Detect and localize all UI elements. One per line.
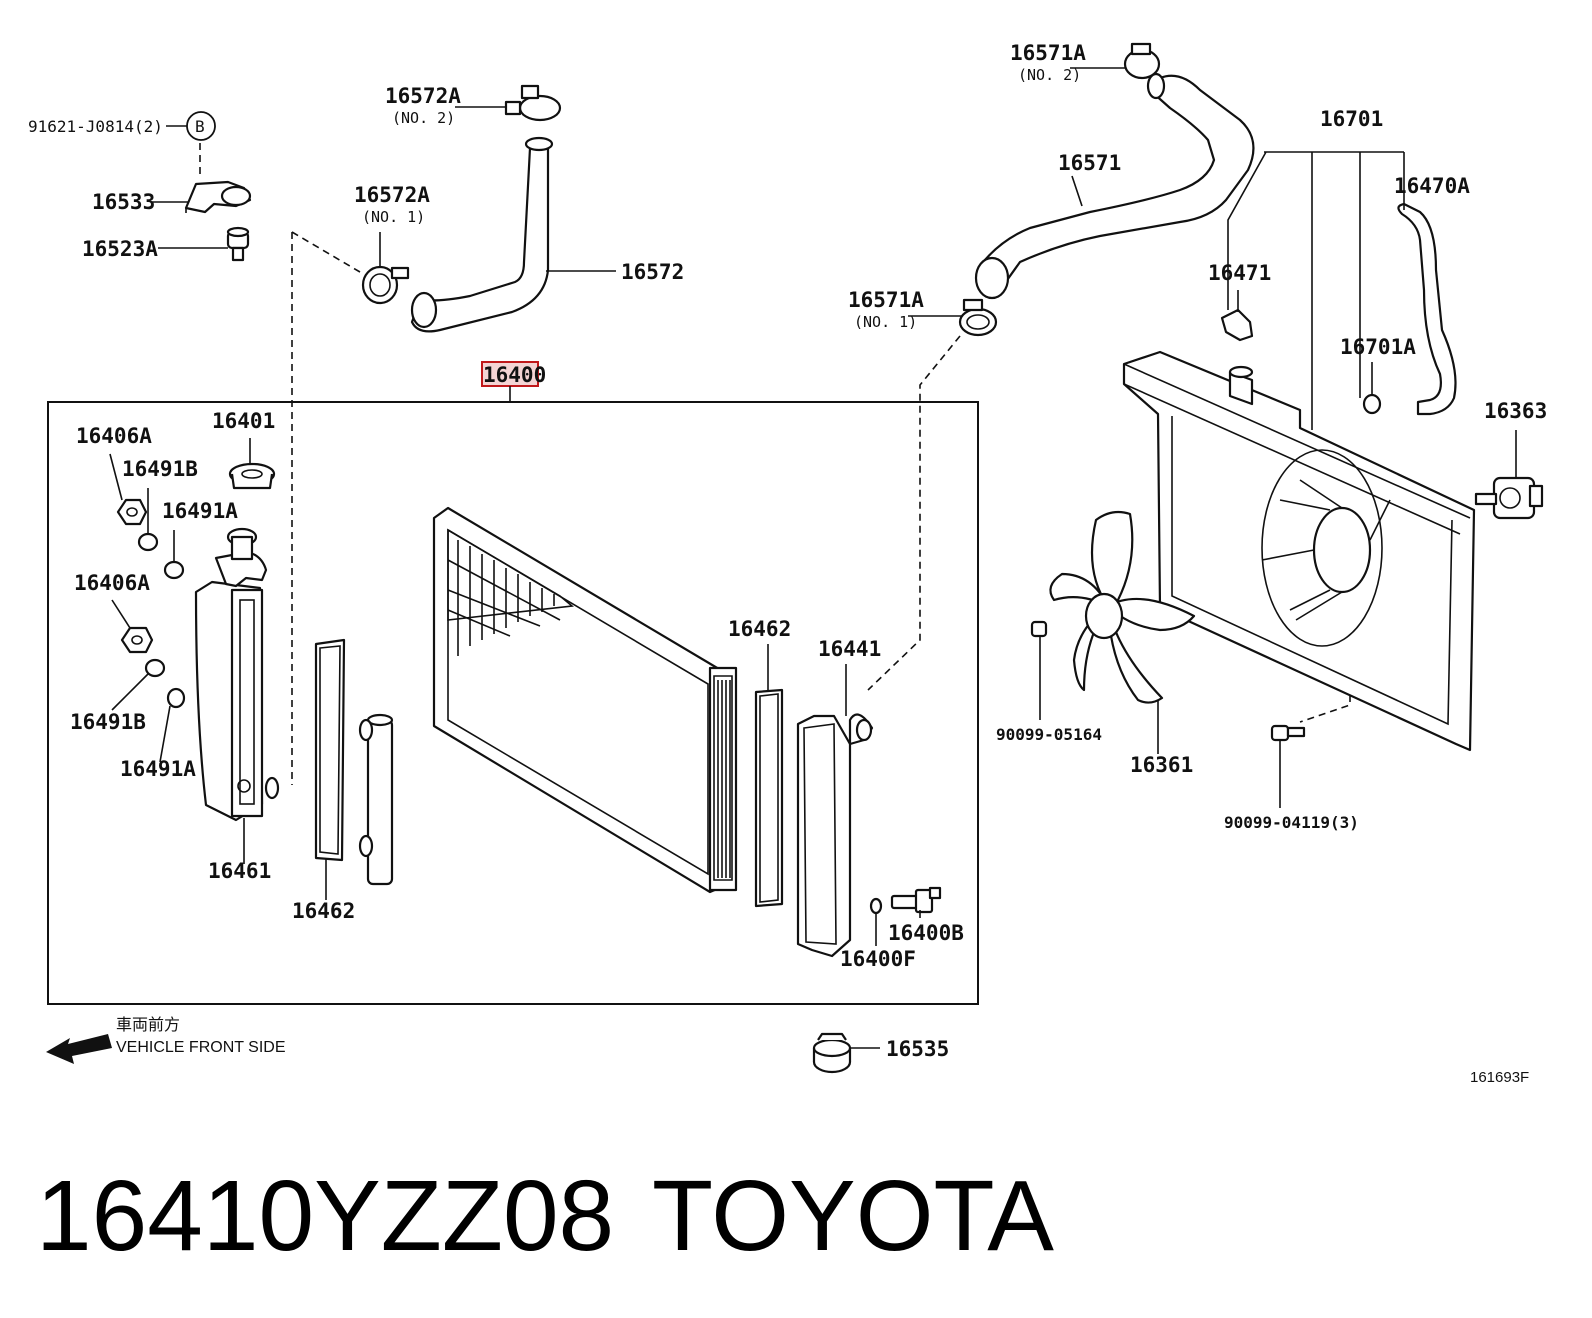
label-90099-04119: 90099-04119(3) (1224, 813, 1359, 832)
bolt-90099-04119 (1270, 724, 1306, 742)
label-91621-J0814: 91621-J0814(2) (28, 117, 163, 136)
label-16491A-top: 16491A (162, 499, 238, 523)
part-labels: 16572A (NO. 2) 91621-J0814(2) B 16533 16… (28, 41, 1547, 1086)
label-16491B-bottom: 16491B (70, 710, 146, 734)
upper-radiator-hose (410, 136, 554, 333)
label-16441: 16441 (818, 637, 881, 661)
label-16572A-no1-sub: (NO. 1) (362, 208, 425, 226)
right-tank-16441 (796, 713, 874, 958)
label-16400F: 16400F (840, 947, 916, 971)
label-16571A-no2: 16571A (1010, 41, 1086, 65)
hose-clamp-no1-right (958, 298, 998, 337)
label-16462-left: 16462 (292, 899, 355, 923)
dashed-connectors (199, 143, 1351, 785)
label-16533: 16533 (92, 190, 155, 214)
vehicle-front-jp: 車両前方 (116, 1016, 180, 1034)
part-number: 16410YZZ08 (36, 1160, 614, 1272)
pipe-left (358, 713, 394, 886)
clip-16471 (1220, 308, 1254, 342)
label-16523A: 16523A (82, 237, 158, 261)
left-tank-16461 (194, 527, 280, 822)
label-16400B: 16400B (888, 921, 964, 945)
leader-lines (109, 67, 1517, 1049)
label-16470A: 16470A (1394, 174, 1470, 198)
label-16461: 16461 (208, 859, 271, 883)
lower-radiator-hose (974, 72, 1255, 300)
fan-shroud-16701 (1122, 350, 1476, 752)
label-16571A-no1: 16571A (848, 288, 924, 312)
label-16535: 16535 (886, 1037, 949, 1061)
clip-16701A (1362, 393, 1382, 415)
label-16571A-no2-sub: (NO. 2) (1018, 66, 1081, 84)
vehicle-front-en: VEHICLE FRONT SIDE (116, 1039, 286, 1056)
radiator-cap-16401 (228, 462, 276, 490)
label-16406A-mid: 16406A (74, 571, 150, 595)
radiator-core (432, 506, 738, 894)
label-16361: 16361 (1130, 753, 1193, 777)
gasket-16462-left (314, 638, 346, 862)
bracket-16533 (184, 180, 252, 214)
brand-name: TOYOTA (652, 1160, 1054, 1272)
fan-16361 (1049, 510, 1196, 704)
nut-90099-05164 (1030, 620, 1048, 638)
label-16571A-no1-sub: (NO. 1) (854, 313, 917, 331)
label-16400: 16400 (483, 363, 546, 387)
label-16491B-top: 16491B (122, 457, 198, 481)
label-16701: 16701 (1320, 107, 1383, 131)
label-16406A-top: 16406A (76, 424, 152, 448)
drain-plug-16400B (890, 886, 942, 914)
front-arrow-icon (46, 1034, 112, 1064)
label-16363: 16363 (1484, 399, 1547, 423)
hose-clamp-no1-left (361, 265, 410, 305)
label-16571: 16571 (1058, 151, 1121, 175)
label-16471: 16471 (1208, 261, 1271, 285)
overflow-hose-16470A (1397, 202, 1457, 416)
diagram-ref-code: 161693F (1470, 1069, 1529, 1086)
label-16572A-no1: 16572A (354, 183, 430, 207)
label-16491A-bottom: 16491A (120, 757, 196, 781)
bolt-16523A (226, 226, 250, 262)
fan-motor-16363 (1474, 476, 1544, 520)
assembly-frame-16400 (47, 401, 979, 1005)
mount-16535 (812, 1032, 852, 1074)
small-seals-left (116, 498, 186, 709)
label-16462-right: 16462 (728, 617, 791, 641)
label-16572: 16572 (621, 260, 684, 284)
gasket-16462-right (754, 688, 784, 908)
label-16701A: 16701A (1340, 335, 1416, 359)
label-16572A-no2: 16572A (385, 84, 461, 108)
hose-clamp-no2-right (1123, 42, 1161, 80)
label-16572A-no2-sub: (NO. 2) (392, 109, 455, 127)
label-16401: 16401 (212, 409, 275, 433)
hose-clamp-no2-left (504, 84, 562, 122)
circle-b-letter: B (195, 117, 205, 136)
label-90099-05164: 90099-05164 (996, 725, 1102, 744)
o-ring-16400F (869, 897, 883, 915)
